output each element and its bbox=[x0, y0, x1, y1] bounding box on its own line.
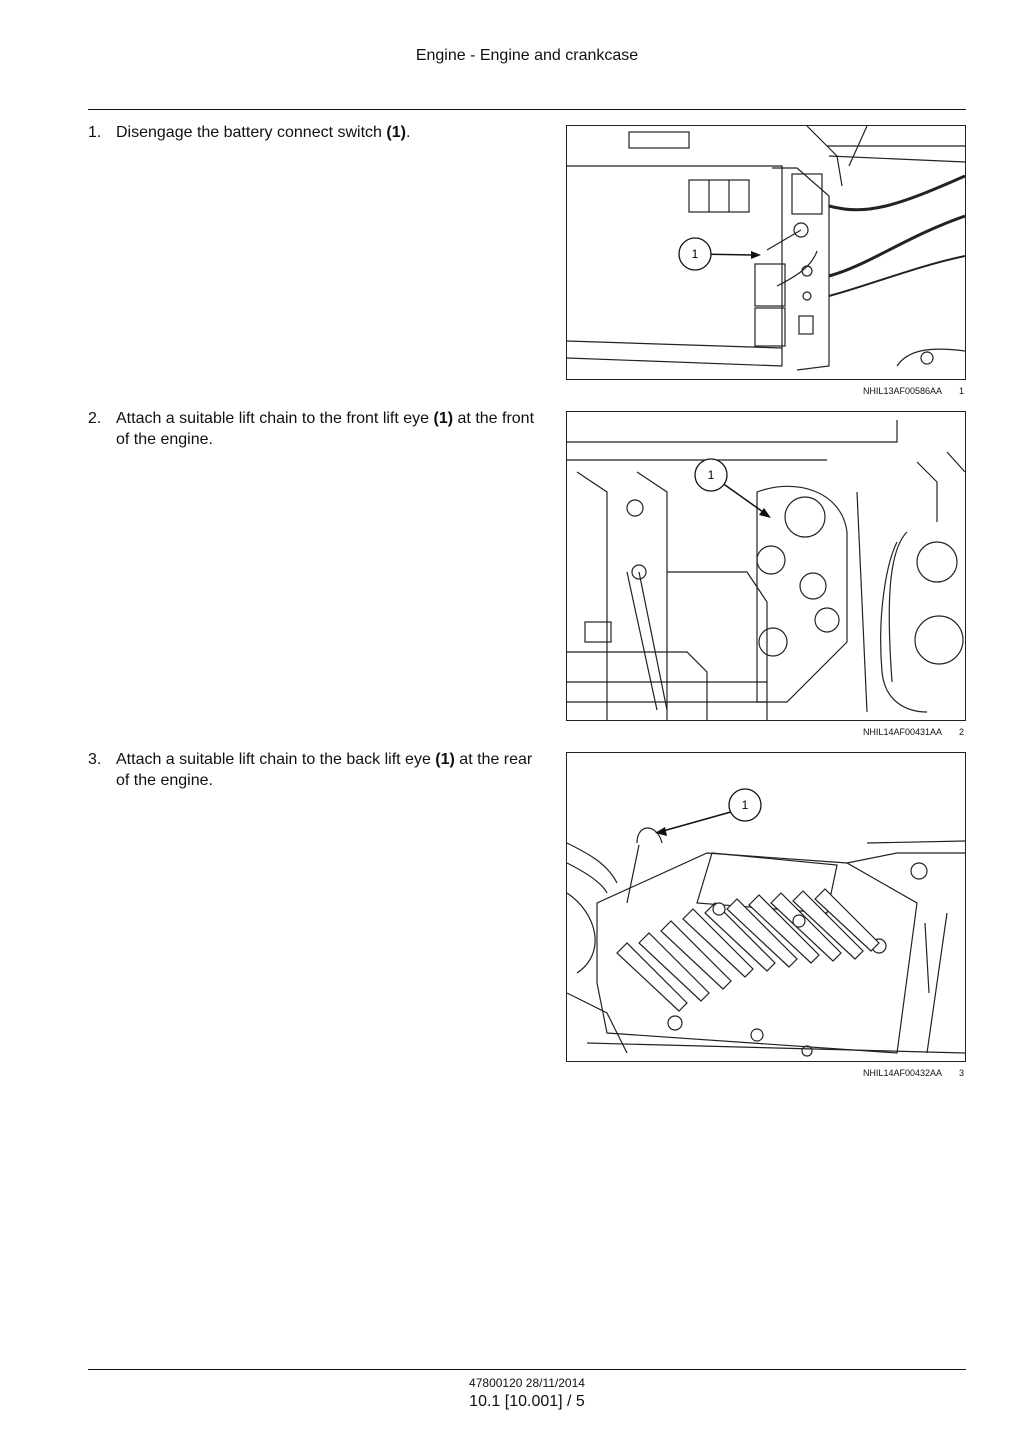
step-number: 3. bbox=[88, 751, 102, 768]
battery-switch-illustration: 1 bbox=[567, 126, 965, 371]
step-number: 2. bbox=[88, 410, 102, 427]
figure-code: NHIL13AF00586AA bbox=[862, 386, 942, 396]
figure-number: 2 bbox=[958, 727, 964, 737]
step-ref: (1) bbox=[433, 410, 454, 427]
figure-code: NHIL14AF00431AA bbox=[862, 727, 942, 737]
step-3: 3. Attach a suitable lift chain to the b… bbox=[88, 749, 538, 791]
callout-circle bbox=[728, 788, 762, 822]
callout-circle bbox=[694, 458, 728, 492]
figure-number: 1 bbox=[958, 386, 964, 396]
page-header: Engine - Engine and crankcase bbox=[415, 47, 639, 64]
figure-number: 3 bbox=[958, 1068, 964, 1078]
footer-document-reference: 47800120 28/11/2014 bbox=[469, 1376, 585, 1390]
step-text: Attach a suitable lift chain to the fron… bbox=[116, 410, 535, 448]
rear-lift-eye-illustration: 1 bbox=[567, 788, 965, 1057]
callout-circle bbox=[678, 237, 712, 271]
callout-label: 1 bbox=[742, 798, 749, 812]
step-1: 1. Disengage the battery connect switch … bbox=[88, 122, 538, 143]
step-2: 2. Attach a suitable lift chain to the f… bbox=[88, 408, 538, 450]
step-text: Attach a suitable lift chain to the back… bbox=[116, 751, 533, 789]
figure-1-battery-switch: 1 bbox=[566, 125, 966, 380]
footer-page-number: 10.1 [10.001] / 5 bbox=[469, 1393, 585, 1410]
step-number: 1. bbox=[88, 124, 102, 141]
step-ref: (1) bbox=[435, 751, 455, 768]
figure-2-front-lift-eye: 1 bbox=[566, 411, 966, 721]
header-rule bbox=[88, 109, 966, 110]
figure-code: NHIL14AF00432AA bbox=[862, 1068, 942, 1078]
step-text: Disengage the battery connect switch (1)… bbox=[116, 124, 411, 141]
callout-label: 1 bbox=[692, 247, 699, 261]
figure-3-rear-lift-eye: 1 bbox=[566, 752, 966, 1062]
step-ref: (1) bbox=[386, 124, 406, 141]
callout-label: 1 bbox=[708, 468, 715, 482]
front-lift-eye-illustration: 1 bbox=[567, 420, 965, 720]
footer-rule bbox=[88, 1369, 966, 1370]
